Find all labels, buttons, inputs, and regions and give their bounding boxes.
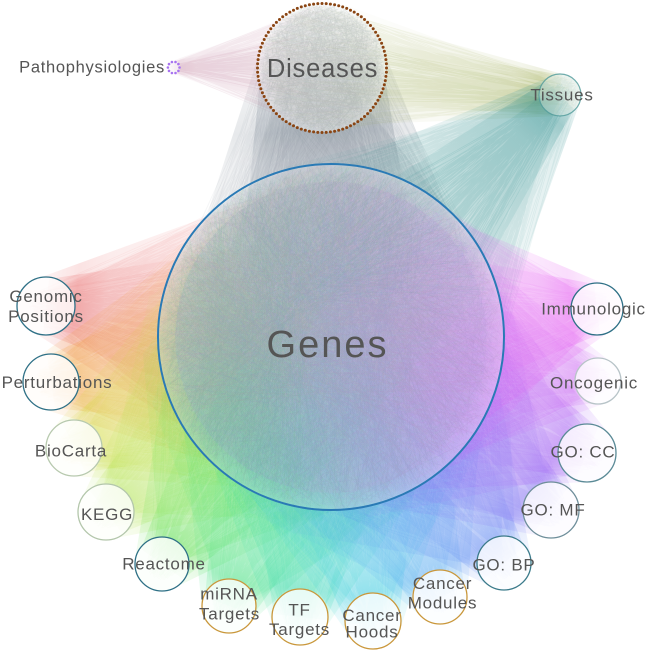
svg-text:Modules: Modules: [408, 594, 478, 613]
svg-text:Genes: Genes: [267, 324, 389, 366]
svg-text:GO: BP: GO: BP: [472, 556, 535, 575]
svg-text:KEGG: KEGG: [81, 505, 133, 524]
svg-text:GO: MF: GO: MF: [521, 501, 586, 520]
svg-text:GO: CC: GO: CC: [551, 443, 616, 462]
svg-text:Hoods: Hoods: [346, 623, 399, 642]
svg-text:Perturbations: Perturbations: [2, 373, 113, 392]
svg-text:Targets: Targets: [269, 620, 330, 639]
svg-text:Oncogenic: Oncogenic: [550, 374, 638, 393]
svg-text:Pathophysiologies: Pathophysiologies: [19, 59, 165, 77]
svg-text:Positions: Positions: [8, 307, 84, 326]
svg-text:miRNA: miRNA: [200, 585, 258, 604]
svg-text:Genomic: Genomic: [9, 287, 82, 306]
svg-text:Reactome: Reactome: [122, 555, 205, 574]
svg-text:Immunologic: Immunologic: [541, 300, 646, 319]
svg-text:TF: TF: [288, 601, 310, 620]
svg-text:Diseases: Diseases: [267, 55, 378, 83]
svg-text:Cancer: Cancer: [413, 574, 472, 593]
svg-text:Targets: Targets: [199, 605, 260, 624]
svg-text:Tissues: Tissues: [530, 86, 593, 105]
svg-text:BioCarta: BioCarta: [35, 442, 107, 461]
svg-text:Cancer: Cancer: [342, 606, 401, 625]
